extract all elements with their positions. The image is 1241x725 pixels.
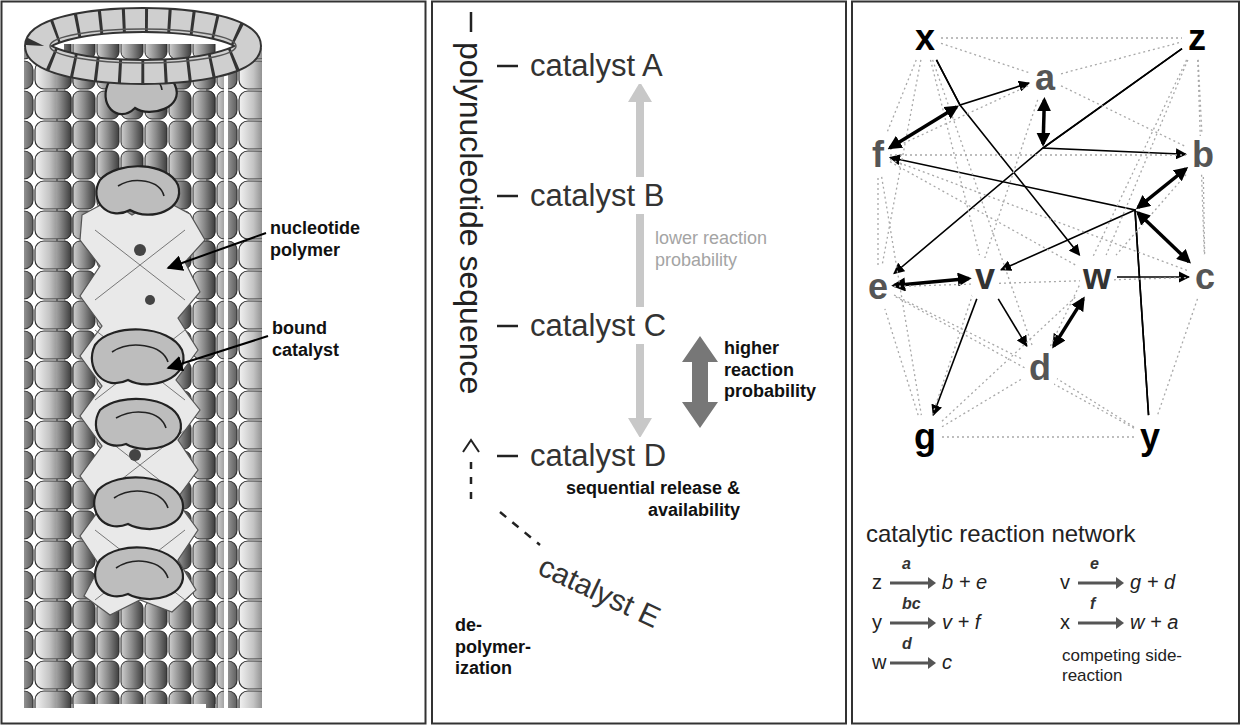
side-reaction-line [933,60,1033,346]
species-node: z [1185,19,1209,57]
text-label: catalyst D [528,437,668,474]
catalyst-link [1138,213,1189,262]
text-label: catalyst B [528,177,666,214]
species-node: c [1192,258,1218,296]
text-label: v [1060,570,1070,594]
text-label: nucleotide polymer [270,218,400,261]
reaction-arrow [936,60,1029,105]
catalyst-link [1043,100,1044,144]
catalyst-link [1054,299,1084,346]
text-label: de- polymer- ization [455,615,531,680]
species-letter: x [915,19,935,57]
side-reaction-line [941,37,1182,38]
text-label: w [872,650,886,674]
side-reaction-line [882,60,921,265]
text-label: polynucleotide sequence [452,40,490,396]
species-node: g [911,418,939,456]
species-letter: y [1140,418,1160,456]
side-reaction-line [942,378,1023,427]
reaction-arrow [1078,577,1124,589]
reaction-arrow [1117,276,1189,278]
species-letter: e [868,268,888,306]
species-letter: v [975,258,995,296]
text-label: w + a [1130,610,1178,634]
text-label: e [1090,554,1099,573]
side-reaction-line [1057,379,1134,427]
catalyst-link [890,107,957,148]
species-letter: w [1083,258,1111,296]
reaction-arrow [936,60,1079,255]
side-reaction-line [942,296,1077,422]
side-reaction-line [885,309,918,415]
side-reaction-line [887,60,916,133]
species-letter: a [1035,59,1055,97]
side-reaction-line [890,162,1077,266]
text-label: v + f [942,610,980,634]
side-reaction-line [890,154,1186,155]
text-label: catalyst A [528,47,665,84]
text-label: z [872,570,882,594]
side-reaction-line [890,85,1029,149]
text-label: catalyst E [533,548,666,636]
species-node: v [972,258,998,296]
species-node: x [912,19,938,57]
reaction-arrow [890,158,1149,416]
text-label: f [1090,594,1095,613]
reaction-arrow [998,299,1027,346]
text-label: x [1060,610,1070,634]
reaction-arrow [1078,617,1124,629]
text-label: sequential release & availability [545,478,740,521]
text-label: catalyst C [528,307,668,344]
species-node: w [1080,258,1114,296]
species-letter: g [914,418,936,456]
catalyst-link [1138,169,1186,208]
reaction-arrow [1043,49,1186,155]
species-letter: d [1029,349,1051,387]
text-label: bound catalyst [272,318,372,361]
species-node: d [1026,349,1054,387]
text-label: bc [902,594,921,613]
reaction-arrow [890,657,936,669]
species-letter: b [1192,136,1214,174]
species-node: a [1032,59,1058,97]
side-reaction-line [1061,86,1186,147]
side-reaction-line [932,100,1037,415]
text-label: higher reaction probability [724,338,834,403]
text-label: y [872,610,882,634]
text-label: g + d [1130,570,1175,594]
species-letter: z [1188,19,1206,57]
species-node: b [1189,136,1217,174]
side-reaction-line [941,43,1029,72]
reaction-arrow [933,299,977,415]
species-node: y [1137,418,1163,456]
side-reaction-line [1061,42,1182,74]
text-label: c [942,650,952,674]
side-reaction-line [894,295,1023,359]
species-node: e [865,268,891,306]
reaction-arrow [1001,210,1149,415]
reaction-arrow [890,617,936,629]
text-label: b + e [942,570,987,594]
side-reaction-line [1050,60,1186,346]
side-reaction-line [1116,175,1186,256]
text-label: catalytic reaction network [866,520,1135,549]
side-reaction-line [930,60,979,255]
text-label: lower reaction probability [655,228,790,271]
side-reaction-line [1106,60,1188,255]
text-label: competing side-reaction [1062,646,1182,687]
side-reaction-line [890,159,1189,271]
side-reaction-line [1158,299,1198,415]
side-reaction-line [894,277,1189,286]
species-letter: f [872,136,884,174]
reaction-arrow [890,577,936,589]
catalyst-link [894,278,969,285]
side-reaction-line [877,177,878,265]
side-reaction-line [894,296,1134,428]
species-letter: c [1195,258,1215,296]
text-label: a [902,554,911,573]
species-node: f [869,136,887,174]
text-label: d [902,634,912,653]
side-reaction-line [942,436,1134,437]
